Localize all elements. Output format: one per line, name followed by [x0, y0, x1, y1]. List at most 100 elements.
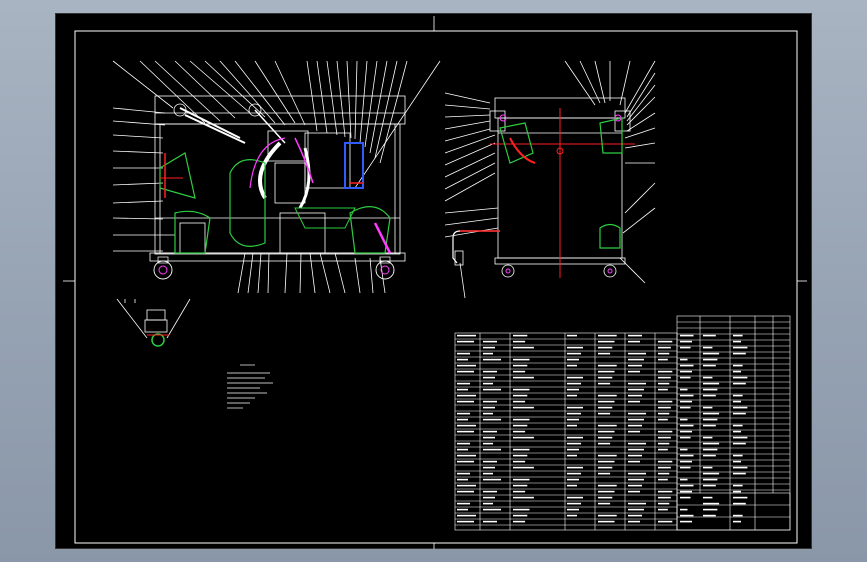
table-cell-mark [680, 346, 691, 349]
table-cell-mark [457, 490, 474, 493]
table-cell-mark [513, 436, 534, 439]
table-cell-mark [598, 514, 617, 517]
table-cell-mark [658, 496, 671, 499]
table-cell-mark [703, 364, 716, 367]
table-cell-mark [658, 388, 668, 391]
table-cell-mark [628, 424, 642, 427]
sheet-border [55, 13, 812, 549]
table-cell-mark [733, 460, 741, 463]
table-cell-mark [680, 454, 694, 457]
table-cell-mark [658, 352, 670, 355]
table-cell-mark [628, 400, 640, 403]
table-cell-mark [658, 472, 670, 475]
table-cell-mark [567, 466, 583, 469]
table-cell-mark [703, 388, 718, 391]
table-cell-mark [628, 352, 646, 355]
table-cell-mark [598, 406, 613, 409]
table-cell-mark [598, 340, 615, 343]
table-cell-mark [733, 490, 741, 493]
table-cell-mark [457, 454, 476, 457]
table-cell-mark [457, 382, 470, 385]
table-cell-mark [598, 466, 613, 469]
table-cell-mark [483, 370, 497, 373]
front-green-panel-left [159, 152, 196, 199]
table-cell-mark [513, 508, 530, 511]
table-cell-mark [680, 406, 691, 409]
side-green-bottom [599, 223, 621, 249]
table-cell-mark [733, 406, 748, 409]
table-cell-mark [598, 472, 611, 475]
table-cell-mark [680, 508, 688, 511]
table-cell-mark [658, 406, 671, 409]
front-green-housing [229, 159, 266, 247]
table-cell-mark [457, 484, 476, 487]
table-cell-mark [567, 334, 577, 337]
table-cell-mark [628, 394, 642, 397]
table-cell-mark [483, 400, 497, 403]
table-cell-mark [567, 484, 577, 487]
table-cell-mark [680, 424, 694, 427]
table-cell-mark [628, 358, 644, 361]
table-cell-mark [703, 472, 720, 475]
table-cell-mark [513, 448, 530, 451]
front-wheel-left [153, 260, 173, 280]
table-cell-mark [733, 394, 743, 397]
front-pink-hose [249, 137, 286, 189]
table-cell-mark [658, 490, 673, 493]
table-cell-mark [513, 460, 526, 463]
table-cell-mark [658, 376, 671, 379]
table-cell-mark [628, 484, 642, 487]
table-cell-mark [680, 340, 692, 343]
table-cell-mark [733, 340, 741, 343]
side-handle [452, 230, 500, 264]
table-cell-mark [457, 478, 468, 481]
table-cell-mark [457, 430, 474, 433]
cad-drawing-canvas[interactable] [55, 13, 812, 549]
table-cell-mark [733, 430, 741, 433]
wheel-detail [116, 298, 191, 339]
table-cell-mark [733, 496, 748, 499]
table-cell-mark [513, 514, 528, 517]
table-cell-mark [733, 436, 748, 439]
table-cell-mark [658, 358, 668, 361]
table-cell-mark [733, 412, 746, 415]
table-cell-mark [733, 334, 743, 337]
table-cell-mark [658, 478, 668, 481]
table-cell-mark [567, 388, 579, 391]
table-cell-mark [598, 442, 611, 445]
table-cell-mark [567, 478, 579, 481]
table-cell-mark [658, 508, 668, 511]
front-view [112, 60, 441, 294]
table-cell-mark [658, 442, 670, 445]
table-cell-mark [703, 508, 718, 511]
table-cell-mark [513, 406, 534, 409]
table-cell-mark [703, 412, 720, 415]
table-cell-mark [628, 490, 640, 493]
table-cell-mark [733, 520, 741, 523]
table-cell-mark [628, 334, 642, 337]
table-cell-mark [680, 370, 692, 373]
table-cell-mark [457, 418, 468, 421]
table-cell-mark [513, 418, 530, 421]
table-cell-mark [628, 508, 644, 511]
table-cell-mark [628, 388, 644, 391]
table-cell-mark [598, 430, 615, 433]
table-cell-mark [457, 364, 476, 367]
table-cell-mark [703, 436, 713, 439]
front-green-bottom-left [174, 210, 211, 254]
table-cell-mark [457, 340, 474, 343]
table-cell-mark [598, 502, 611, 505]
table-cell-mark [680, 466, 691, 469]
table-cell-mark [483, 448, 501, 451]
table-cell-mark [483, 340, 497, 343]
front-base-rail [149, 252, 406, 262]
table-cell-mark [658, 418, 668, 421]
table-cell-mark [598, 490, 615, 493]
table-cell-mark [513, 388, 530, 391]
table-cell-mark [483, 406, 495, 409]
table-cell-mark [457, 448, 468, 451]
table-cell-mark [733, 346, 748, 349]
table-cell-mark [680, 514, 694, 517]
table-cell-mark [598, 352, 611, 355]
table-cell-mark [483, 472, 493, 475]
